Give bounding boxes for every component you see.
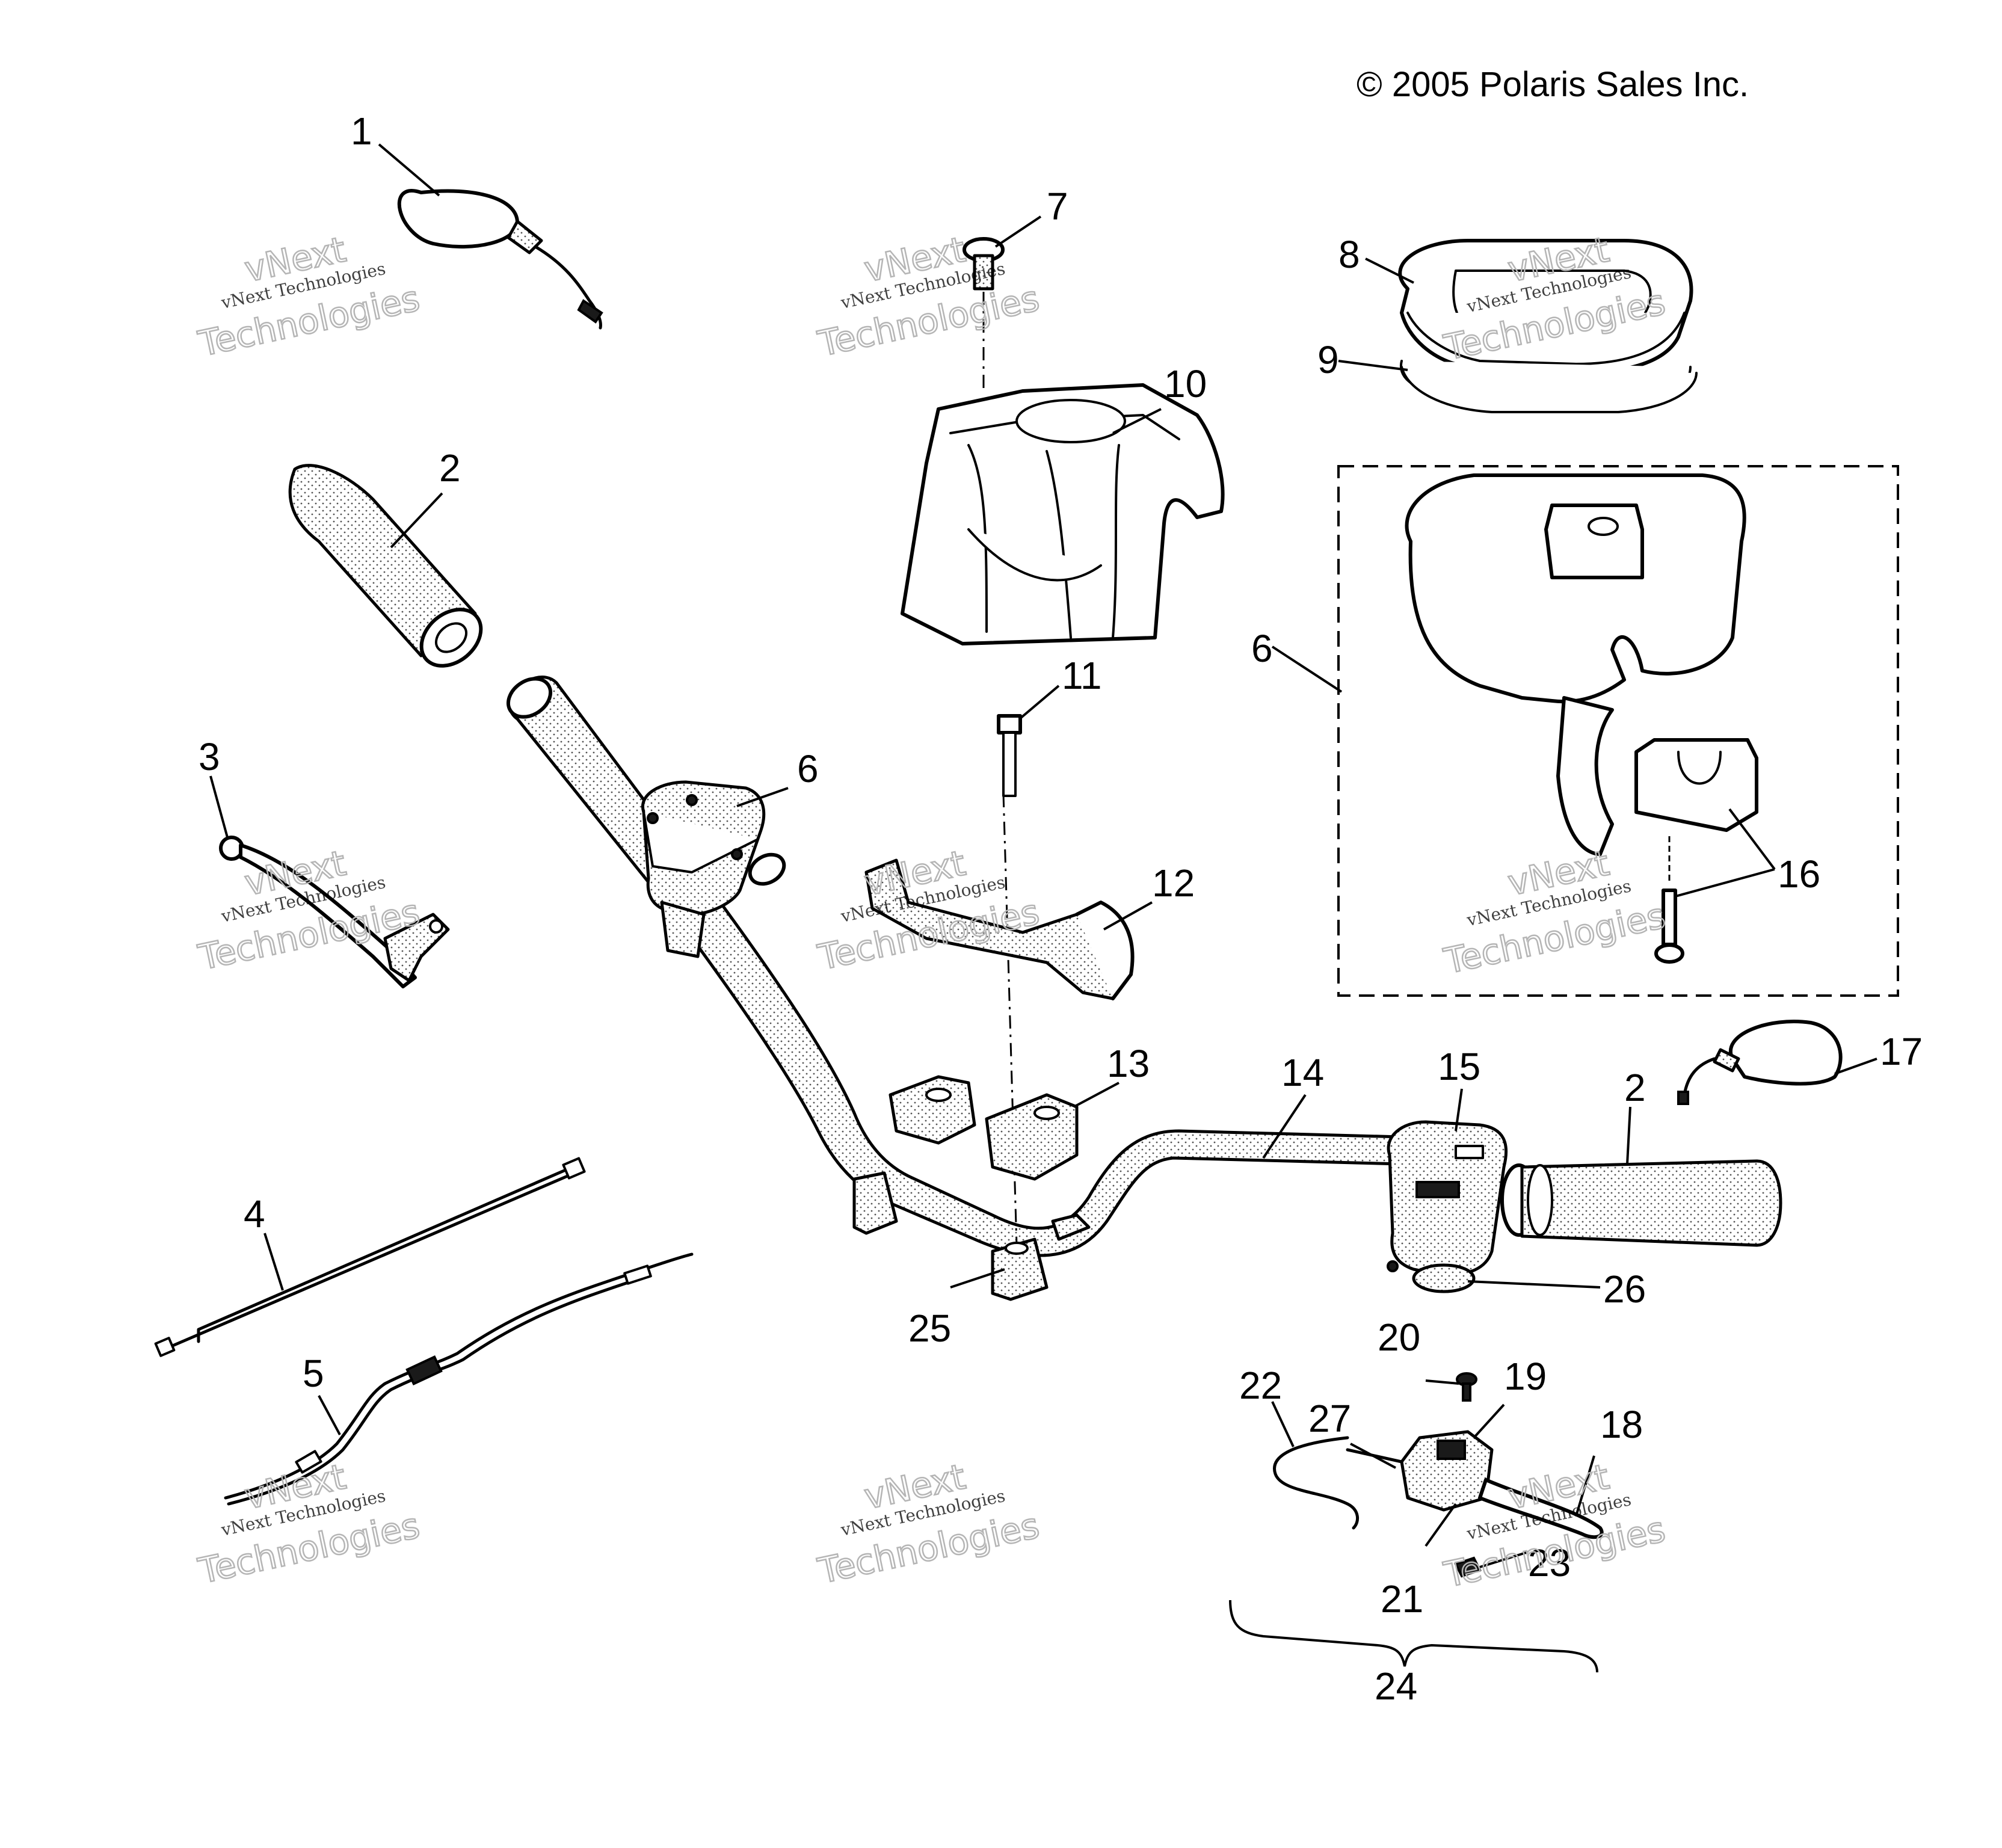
callout-8: 8 xyxy=(1338,233,1360,276)
part-3-left-lever xyxy=(219,836,450,988)
callout-27: 27 xyxy=(1308,1397,1351,1440)
callout-23: 23 xyxy=(1528,1541,1571,1585)
callout-2-left-grip: 2 xyxy=(439,446,461,490)
part-5-throttle-cable xyxy=(224,1252,694,1506)
callout-13: 13 xyxy=(1107,1042,1150,1085)
callout-21: 21 xyxy=(1381,1577,1423,1621)
callout-6-bar: 6 xyxy=(797,747,819,790)
callout-1: 1 xyxy=(351,109,372,153)
callout-9: 9 xyxy=(1317,338,1339,381)
part-6-assembly-box xyxy=(1337,465,1899,997)
callout-19: 19 xyxy=(1504,1355,1547,1398)
part-4-cable xyxy=(154,1157,586,1357)
watermark-6: vNext vNext Technologies Technologies xyxy=(1440,842,1669,982)
part-24-lever-assembly xyxy=(1229,1372,1604,1673)
callout-12: 12 xyxy=(1152,861,1195,905)
part-6-left-switch-housing xyxy=(641,780,786,958)
part-17-right-mirror xyxy=(1677,1020,1843,1105)
part-16-clamp-and-bolt xyxy=(1634,738,1758,964)
callout-24: 24 xyxy=(1375,1665,1417,1708)
part-2-left-grip xyxy=(288,464,483,668)
alignment-line-lower xyxy=(1002,793,1018,1246)
part-15-right-switch xyxy=(1387,1120,1508,1277)
copyright-text: © 2005 Polaris Sales Inc. xyxy=(1357,65,1749,104)
part-1-left-mirror xyxy=(397,189,603,330)
callout-10: 10 xyxy=(1164,362,1207,405)
part-10-pod-cover xyxy=(901,383,1225,645)
callout-5: 5 xyxy=(303,1352,324,1395)
part-11-bolt xyxy=(997,714,1022,797)
watermark-1: vNext vNext Technologies Technologies xyxy=(194,228,424,365)
part-14-handlebar xyxy=(506,676,1403,1257)
callout-11: 11 xyxy=(1062,654,1101,697)
callout-labels: 1 2 3 4 5 6 6 7 8 9 10 11 12 13 14 15 16… xyxy=(199,109,1923,1708)
callout-6-assembly: 6 xyxy=(1251,627,1273,670)
part-12-bracket xyxy=(864,858,1135,1000)
part-13-upper-clamps xyxy=(889,1075,1079,1181)
part-26-pivot xyxy=(1387,1260,1476,1293)
part-9-seal xyxy=(1399,360,1698,413)
callout-15: 15 xyxy=(1438,1045,1480,1088)
callout-25: 25 xyxy=(908,1307,951,1350)
part-25-lower-clamps xyxy=(852,1171,1091,1301)
callout-16: 16 xyxy=(1778,852,1820,896)
callout-26: 26 xyxy=(1603,1267,1646,1311)
callout-22: 22 xyxy=(1239,1364,1282,1407)
callout-20: 20 xyxy=(1378,1316,1420,1359)
callout-2-right-grip: 2 xyxy=(1624,1066,1646,1109)
callout-7: 7 xyxy=(1047,185,1068,228)
part-6-housing-enlarged xyxy=(1405,473,1746,856)
callout-4: 4 xyxy=(244,1192,265,1236)
callout-18: 18 xyxy=(1600,1403,1643,1446)
part-7-screw xyxy=(962,237,1005,291)
part-8-cover-pad xyxy=(1398,239,1693,375)
callout-17: 17 xyxy=(1880,1030,1923,1073)
callout-14: 14 xyxy=(1281,1051,1324,1094)
watermark-7: vNext vNext Technologies Technologies xyxy=(194,1455,424,1592)
callout-3: 3 xyxy=(199,735,220,778)
leader-lines xyxy=(209,143,1877,1568)
part-2-right-grip xyxy=(1500,1159,1782,1247)
watermark-8: vNext vNext Technologies Technologies xyxy=(814,1455,1044,1592)
